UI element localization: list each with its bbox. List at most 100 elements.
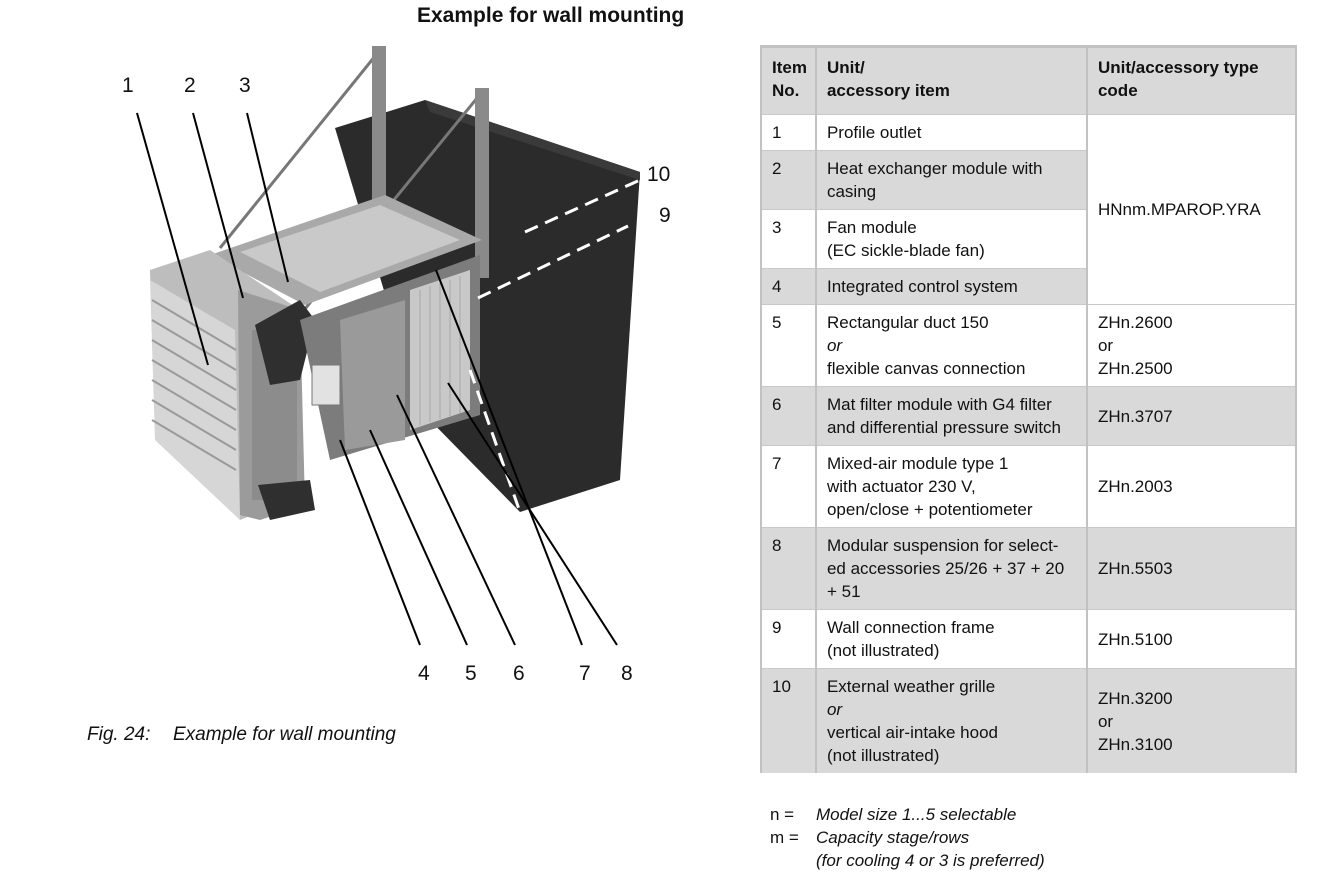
code-line: ZHn.2003 xyxy=(1097,477,1173,496)
cell-code: ZHn.2600 or ZHn.2500 xyxy=(1086,304,1296,387)
cell-code-merged: HNnm.MPAROP.YRA xyxy=(1086,114,1296,305)
caption-number: Fig. 24: xyxy=(87,724,151,745)
cell-unit: Profile outlet xyxy=(815,114,1088,151)
unit-line: Profile outlet xyxy=(826,123,922,142)
cell-no: 2 xyxy=(761,150,817,210)
unit-line: or xyxy=(826,336,843,355)
wall-mounting-illustration xyxy=(136,46,641,646)
callout-6: 6 xyxy=(513,662,525,685)
table-row: 1 Profile outlet HNnm.MPAROP.YRA xyxy=(761,114,1296,305)
unit-line: with actuator 230 V, xyxy=(826,477,976,496)
caption-text: Example for wall mounting xyxy=(173,724,396,745)
callout-8: 8 xyxy=(621,662,633,685)
unit-line: flexible canvas connection xyxy=(826,359,1026,378)
cell-unit: Heat exchanger module with casing xyxy=(815,150,1088,210)
cell-code: ZHn.2003 xyxy=(1086,445,1296,528)
table-row: 7 Mixed-air module type 1 with actuator … xyxy=(761,445,1296,528)
code-line: ZHn.3200 xyxy=(1097,688,1173,708)
unit-line: and differential pressure switch xyxy=(826,418,1062,437)
table-row: 4 Integrated control system xyxy=(761,268,1296,305)
header-text: Unit/accessory type xyxy=(1097,58,1259,77)
callout-1: 1 xyxy=(122,74,134,97)
code-line: ZHn.3707 xyxy=(1097,406,1173,426)
cell-no: 6 xyxy=(761,386,817,446)
items-table: Item No. Unit/ accessory item Unit/acces… xyxy=(760,45,1297,773)
header-text: accessory item xyxy=(826,81,950,100)
note-value: Model size 1...5 selectable xyxy=(816,805,1017,824)
cell-code: ZHn.3200 or ZHn.3100 xyxy=(1086,668,1296,773)
table-row: 2 Heat exchanger module with casing xyxy=(761,150,1296,210)
page-title: Example for wall mounting xyxy=(417,4,685,27)
header-text: code xyxy=(1097,81,1138,100)
note-m: m = Capacity stage/rows xyxy=(770,826,1045,849)
cell-code: ZHn.3707 xyxy=(1086,386,1296,446)
cell-unit: Mat filter module with G4 filter and dif… xyxy=(815,386,1088,446)
cell-no: 7 xyxy=(761,445,817,528)
table-row: 8 Modular suspension for select- ed acce… xyxy=(761,527,1296,610)
unit-line: or xyxy=(826,700,843,719)
cell-no: 8 xyxy=(761,527,817,610)
unit-line: + 51 xyxy=(826,582,861,601)
cell-no: 4 xyxy=(761,268,817,305)
code-line: ZHn.2600 xyxy=(1097,313,1173,332)
code-line: ZHn.2500 xyxy=(1097,359,1173,378)
table-notes: n = Model size 1...5 selectable m = Capa… xyxy=(770,803,1045,872)
unit-line: Integrated control system xyxy=(826,277,1018,296)
callout-4: 4 xyxy=(418,662,430,685)
note-key: m = xyxy=(770,828,799,847)
unit-line: (not illustrated) xyxy=(826,746,940,765)
cell-unit: Fan module (EC sickle-blade fan) xyxy=(815,209,1088,269)
header-code: Unit/accessory type code xyxy=(1086,46,1296,115)
callout-3: 3 xyxy=(239,74,251,97)
callout-10: 10 xyxy=(647,163,671,186)
cell-unit: Integrated control system xyxy=(815,268,1088,305)
header-text: No. xyxy=(772,81,800,100)
cell-unit: External weather grille or vertical air-… xyxy=(815,668,1088,773)
header-text: Item xyxy=(772,58,807,77)
cell-unit: Wall connection frame (not illustrated) xyxy=(815,609,1088,669)
cell-no: 10 xyxy=(761,668,817,773)
callout-7: 7 xyxy=(579,662,591,685)
unit-line: (not illustrated) xyxy=(826,641,940,660)
note-value: Capacity stage/rows xyxy=(816,828,970,847)
note-key: n = xyxy=(770,805,795,824)
header-text: Unit/ xyxy=(826,58,865,77)
cell-unit: Rectangular duct 150 or flexible canvas … xyxy=(815,304,1088,387)
table-row: 3 Fan module (EC sickle-blade fan) xyxy=(761,209,1296,269)
unit-line: ed accessories 25/26 + 37 + 20 xyxy=(826,559,1065,578)
unit-line: External weather grille xyxy=(826,677,996,696)
code-line: ZHn.5503 xyxy=(1097,559,1173,578)
unit-line: (EC sickle-blade fan) xyxy=(826,241,985,260)
note-m-continued: (for cooling 4 or 3 is preferred) xyxy=(770,849,1045,872)
code-line: or xyxy=(1097,336,1114,355)
table-row: 9 Wall connection frame (not illustrated… xyxy=(761,609,1296,669)
unit-line: open/close + potentiometer xyxy=(826,500,1033,519)
unit-line: vertical air-intake hood xyxy=(826,723,998,742)
unit-line: Modular suspension for select- xyxy=(826,536,1059,555)
callout-2: 2 xyxy=(184,74,196,97)
unit-line: Mat filter module with G4 filter xyxy=(826,395,1052,414)
unit-line: Heat exchanger module with xyxy=(826,159,1043,178)
cell-unit: Mixed-air module type 1 with actuator 23… xyxy=(815,445,1088,528)
cell-code: ZHn.5100 xyxy=(1086,609,1296,669)
table-row: 10 External weather grille or vertical a… xyxy=(761,668,1296,773)
code-line: ZHn.5100 xyxy=(1097,629,1173,649)
cell-code: ZHn.5503 xyxy=(1086,527,1296,610)
cell-no: 9 xyxy=(761,609,817,669)
table-row: 5 Rectangular duct 150 or flexible canva… xyxy=(761,304,1296,387)
header-unit: Unit/ accessory item xyxy=(815,46,1088,115)
unit-line: Wall connection frame xyxy=(826,618,995,637)
figure-caption: Fig. 24: Example for wall mounting xyxy=(87,724,396,746)
note-value: (for cooling 4 or 3 is preferred) xyxy=(816,851,1045,870)
unit-line: Rectangular duct 150 xyxy=(826,313,989,332)
header-item-no: Item No. xyxy=(761,46,817,115)
table-row: 6 Mat filter module with G4 filter and d… xyxy=(761,386,1296,446)
unit-line: casing xyxy=(826,182,877,201)
code-line: ZHn.3100 xyxy=(1097,734,1173,754)
table-header-row: Item No. Unit/ accessory item Unit/acces… xyxy=(761,46,1296,115)
note-n: n = Model size 1...5 selectable xyxy=(770,803,1045,826)
unit-line: Fan module xyxy=(826,218,917,237)
cell-no: 1 xyxy=(761,114,817,151)
cell-unit: Modular suspension for select- ed access… xyxy=(815,527,1088,610)
callout-5: 5 xyxy=(465,662,477,685)
